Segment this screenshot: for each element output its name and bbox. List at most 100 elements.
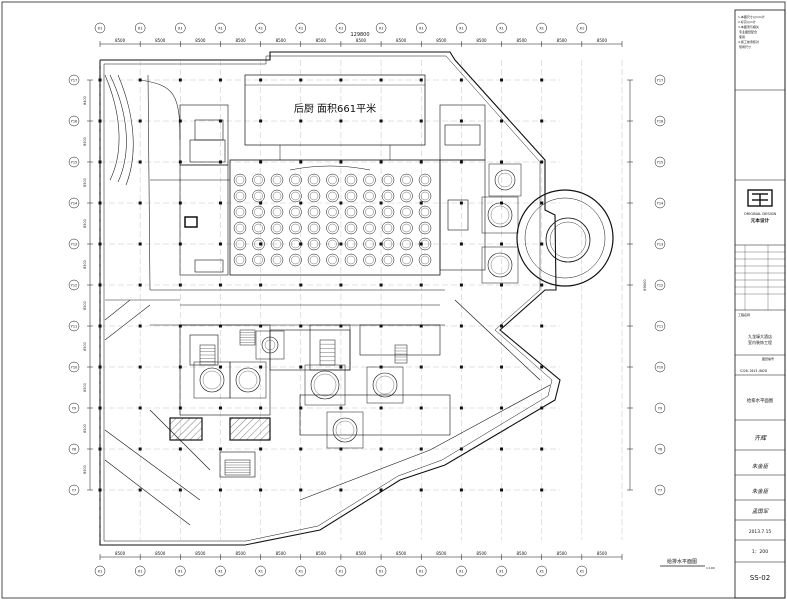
banquet-table <box>270 173 284 187</box>
column <box>459 365 463 369</box>
banquet-table <box>252 205 265 219</box>
column <box>138 283 142 287</box>
column <box>339 447 343 451</box>
column <box>379 488 383 492</box>
column <box>500 283 504 287</box>
column <box>218 78 222 82</box>
kitchen-room <box>244 74 426 146</box>
column <box>419 365 423 369</box>
dimension-text: 8500 <box>115 551 126 556</box>
axis-bubble <box>215 565 226 577</box>
column <box>98 78 102 82</box>
banquet-table <box>363 173 376 187</box>
column <box>540 160 544 164</box>
banquet-table <box>307 253 321 267</box>
dimension-text: 8500 <box>316 551 327 556</box>
left-axis-band: Y178400Y168500Y158500Y148500Y138500Y1285… <box>68 74 93 496</box>
round-table <box>487 202 513 228</box>
column <box>379 242 383 246</box>
banquet-table <box>233 189 247 203</box>
column <box>259 119 263 123</box>
dimension-text: 8500 <box>83 424 87 433</box>
column <box>540 365 544 369</box>
banquet-table <box>326 189 339 203</box>
left-service-rooms <box>150 104 445 291</box>
axis-label: X1 <box>419 26 424 30</box>
column <box>500 406 504 410</box>
column <box>138 119 142 123</box>
dimension-text: 8500 <box>476 38 487 43</box>
axis-bubble <box>654 361 666 373</box>
column <box>138 365 142 369</box>
column <box>419 78 423 82</box>
banquet-table <box>270 237 284 251</box>
column <box>419 242 423 246</box>
axis-label: X1 <box>499 569 504 573</box>
round-table <box>199 367 225 393</box>
column <box>98 119 102 123</box>
column <box>299 201 303 205</box>
axis-bubble <box>68 238 80 250</box>
column <box>540 406 544 410</box>
banquet-table <box>363 189 376 203</box>
column <box>178 160 182 164</box>
banquet-table <box>400 173 413 187</box>
dimension-text: 8500 <box>597 551 608 556</box>
banquet-table <box>252 253 265 267</box>
column <box>459 447 463 451</box>
banquet-table <box>400 253 413 267</box>
banquet-table <box>326 173 339 187</box>
column <box>178 242 182 246</box>
axis-bubble <box>654 443 666 455</box>
banquet-table <box>252 237 265 251</box>
dimension-text: 8500 <box>436 38 447 43</box>
column <box>218 447 222 451</box>
column <box>218 324 222 328</box>
banquet-table <box>344 205 358 219</box>
axis-bubble <box>94 565 106 577</box>
axis-label: X1 <box>258 26 263 30</box>
axis-label: Y17 <box>657 78 663 82</box>
banquet-table <box>363 237 376 251</box>
column <box>339 119 343 123</box>
round-table <box>235 367 261 393</box>
axis-bubble <box>536 22 547 34</box>
column <box>459 406 463 410</box>
banquet-table <box>418 237 432 251</box>
column <box>138 160 142 164</box>
axis-bubble <box>576 565 588 577</box>
round-table <box>372 372 398 398</box>
dimension-text: 8500 <box>557 551 568 556</box>
axis-bubble <box>375 565 387 577</box>
column <box>379 283 383 287</box>
axis-label: Y15 <box>71 160 77 164</box>
axis-label: X1 <box>579 569 584 573</box>
drawing-name: 给排水平面图 <box>747 397 774 404</box>
axis-label: Y17 <box>71 78 77 82</box>
column <box>500 447 504 451</box>
banquet-table <box>233 205 247 219</box>
axis-label: Y10 <box>657 365 663 369</box>
axis-label: X1 <box>298 26 303 30</box>
dimension-text: 8500 <box>83 383 87 392</box>
column <box>218 242 222 246</box>
column <box>98 201 102 205</box>
column <box>500 242 504 246</box>
column <box>138 406 142 410</box>
dimension-text: 8500 <box>316 38 327 43</box>
axis-label: Y9 <box>72 406 76 410</box>
banquet-table <box>400 205 413 219</box>
axis-bubble <box>536 565 547 577</box>
column <box>339 160 343 164</box>
banquet-table <box>289 221 302 235</box>
column <box>138 78 142 82</box>
column <box>459 488 463 492</box>
axis-label: X1 <box>178 26 183 30</box>
column <box>540 324 544 328</box>
axis-bubble <box>68 443 80 455</box>
column <box>540 78 544 82</box>
banquet-table <box>270 221 284 235</box>
column <box>299 406 303 410</box>
dimension-text: 8500 <box>115 38 126 43</box>
